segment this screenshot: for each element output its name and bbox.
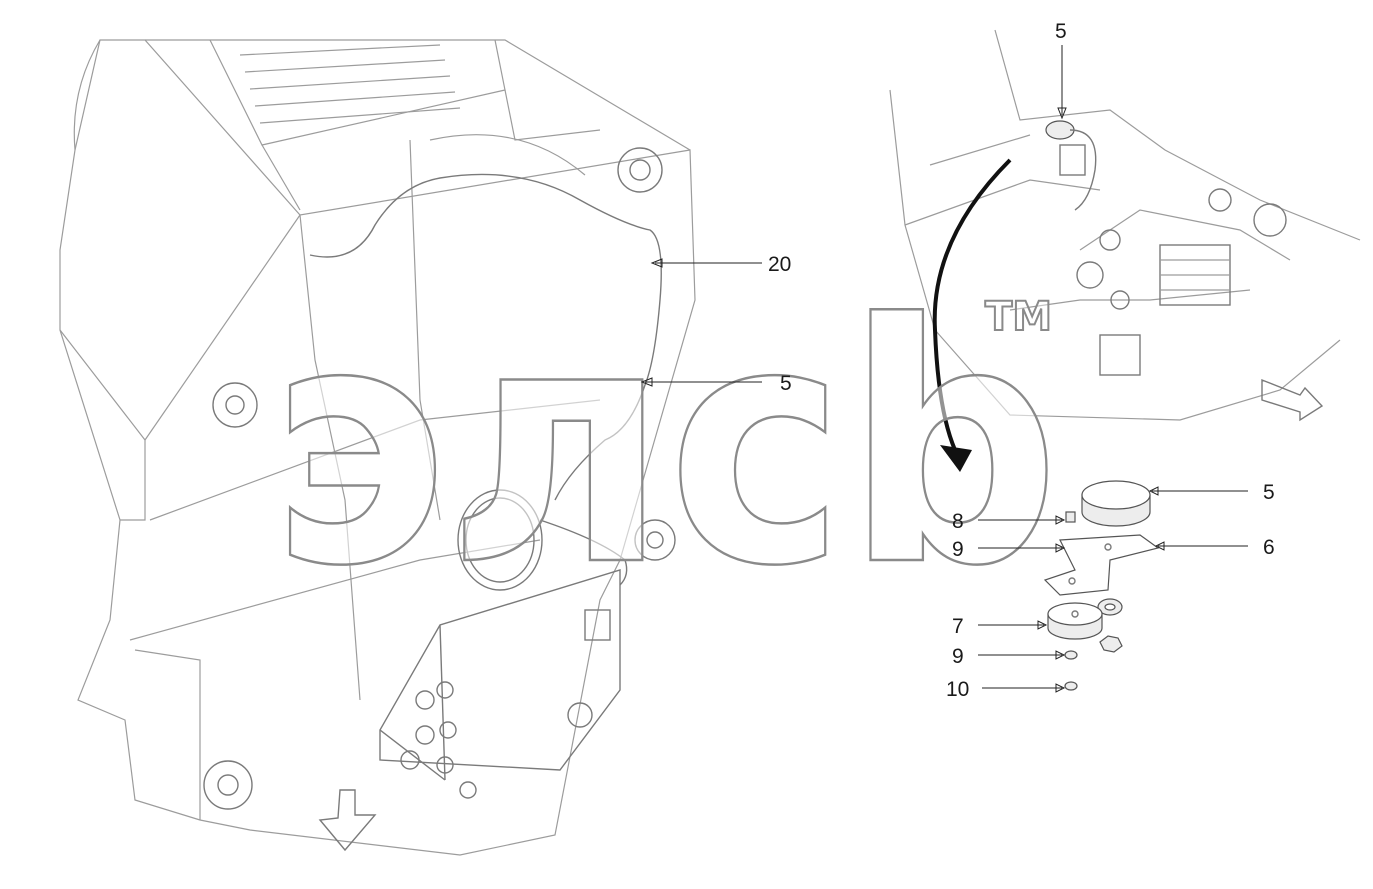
- leader-lines: [640, 45, 1248, 693]
- washer-part-lower: [1064, 650, 1078, 660]
- washer-part-right: [1097, 598, 1123, 616]
- callout-7: 7: [952, 615, 964, 638]
- right-assembly-view: [889, 29, 1361, 472]
- curved-arrow-icon: [932, 158, 1012, 472]
- callout-6-right: 6: [1263, 536, 1275, 559]
- callout-10: 10: [946, 678, 969, 701]
- pad-part: [1047, 602, 1103, 640]
- watermark-tm: TM: [985, 294, 1052, 340]
- left-mount-right: [634, 519, 676, 561]
- callout-5-left: 5: [780, 372, 792, 395]
- exploded-parts: [1043, 480, 1160, 691]
- bracket-part: [1043, 534, 1160, 596]
- left-mount-bottom: [203, 760, 253, 810]
- callout-9-upper: 9: [952, 538, 964, 561]
- buzzer-mounted: [1045, 120, 1097, 211]
- down-arrow-icon: [318, 789, 377, 852]
- callout-labels: 20 5 5 5 6 8 9 7 9 10: [768, 20, 1275, 701]
- nut-part: [1099, 635, 1123, 653]
- callout-20-left: 20: [768, 253, 791, 276]
- watermark-text: элсb: [270, 254, 1060, 638]
- left-mount-mid: [212, 382, 258, 428]
- vent-grille: [239, 44, 461, 124]
- right-arrow-icon: [1261, 378, 1324, 422]
- left-assembly-view: [59, 39, 696, 856]
- callout-5-top: 5: [1055, 20, 1067, 43]
- callout-9-lower: 9: [952, 645, 964, 668]
- callout-5-right: 5: [1263, 481, 1275, 504]
- screw-part: [1065, 511, 1076, 523]
- left-mount-top: [617, 147, 663, 193]
- control-box: [379, 569, 621, 799]
- callout-8: 8: [952, 510, 964, 533]
- watermark: элсb TM: [269, 253, 1062, 640]
- nut-part-small: [1064, 681, 1078, 691]
- buzzer-part: [1081, 480, 1151, 527]
- cable-harness: [309, 173, 662, 591]
